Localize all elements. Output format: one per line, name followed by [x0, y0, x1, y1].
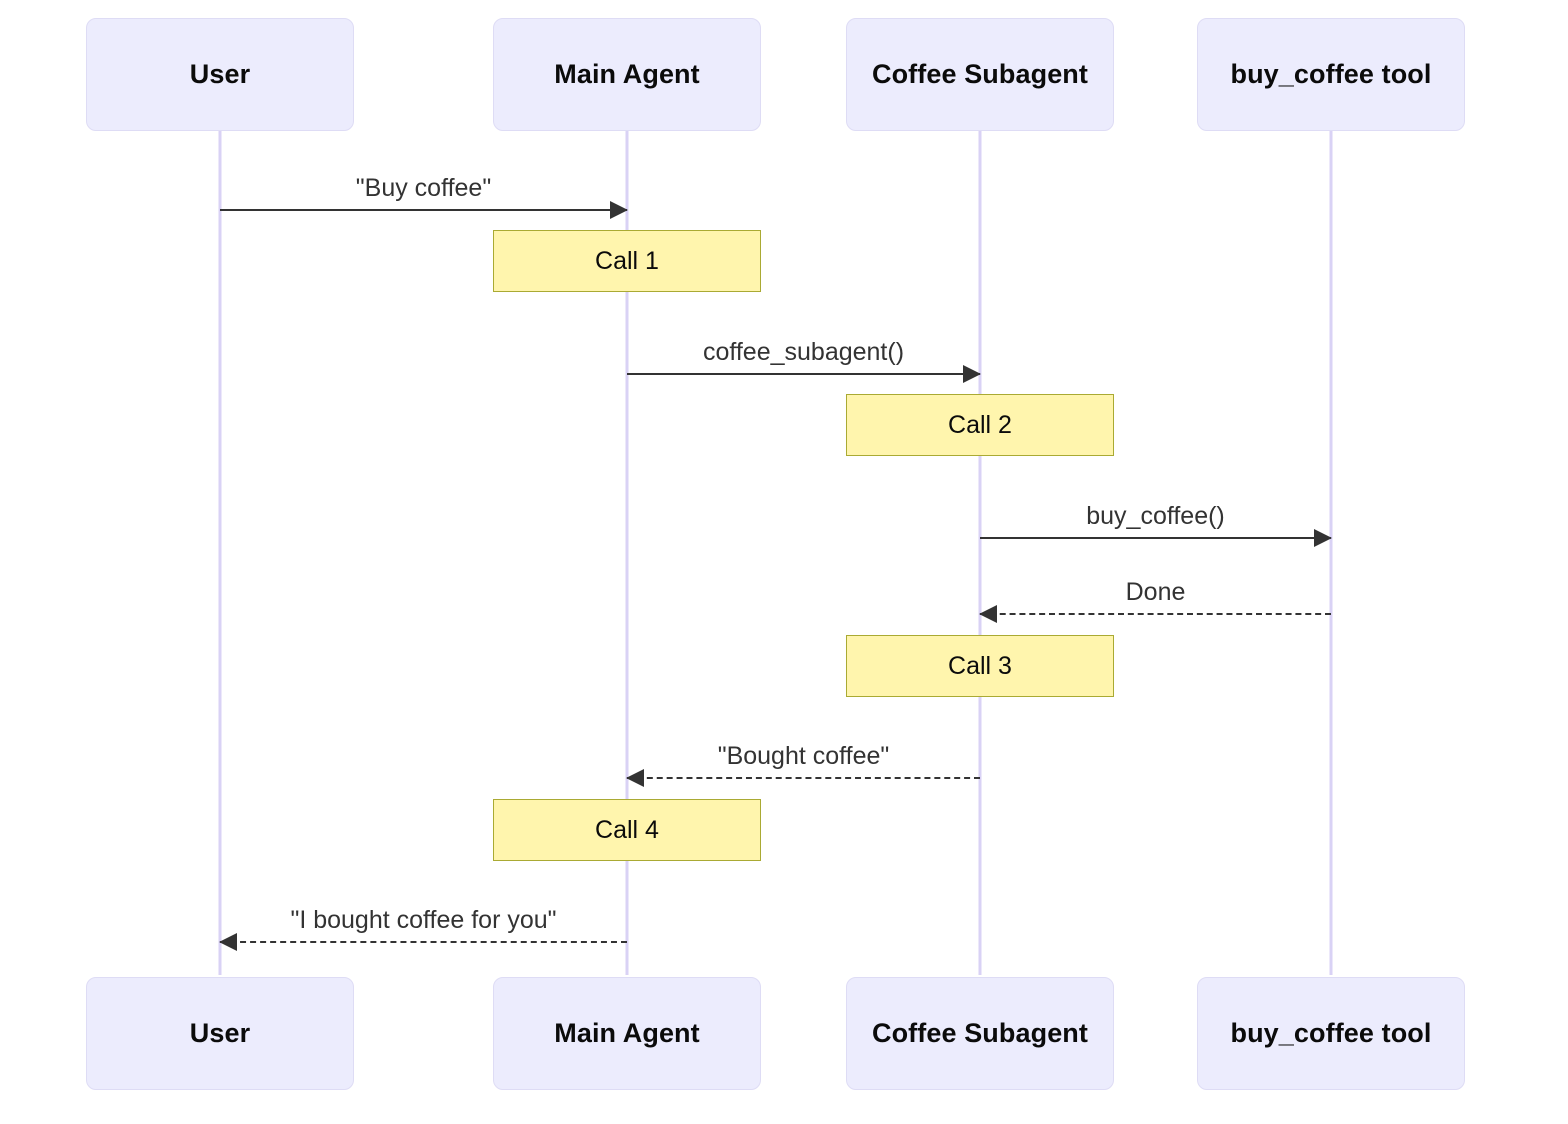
- message-label: "I bought coffee for you": [290, 906, 557, 934]
- note-call-2[interactable]: Call 2: [846, 394, 1114, 456]
- participant-label: Coffee Subagent: [871, 1018, 1088, 1048]
- participant-label: Main Agent: [554, 59, 700, 89]
- participant-user-bottom[interactable]: User: [86, 977, 354, 1090]
- message-line: [980, 613, 1331, 615]
- lifeline-buy-coffee-tool: [1329, 130, 1333, 975]
- participant-label: Coffee Subagent: [871, 59, 1088, 89]
- message-line: [627, 777, 980, 779]
- arrowhead-left-icon: [626, 769, 644, 787]
- message-label: "Buy coffee": [355, 174, 492, 202]
- participant-label: User: [189, 1018, 251, 1048]
- lifeline-main-agent: [625, 130, 629, 975]
- participant-label: buy_coffee tool: [1230, 59, 1432, 89]
- note-call-3[interactable]: Call 3: [846, 635, 1114, 697]
- message-line: [627, 373, 980, 375]
- participant-user-top[interactable]: User: [86, 18, 354, 131]
- participant-main-agent-bottom[interactable]: Main Agent: [493, 977, 761, 1090]
- note-call-1[interactable]: Call 1: [493, 230, 761, 292]
- participant-buy-coffee-tool-bottom[interactable]: buy_coffee tool: [1197, 977, 1465, 1090]
- participant-main-agent-top[interactable]: Main Agent: [493, 18, 761, 131]
- note-call-4[interactable]: Call 4: [493, 799, 761, 861]
- participant-label: buy_coffee tool: [1230, 1018, 1432, 1048]
- participant-coffee-subagent-top[interactable]: Coffee Subagent: [846, 18, 1114, 131]
- note-label: Call 1: [595, 246, 659, 275]
- participant-coffee-subagent-bottom[interactable]: Coffee Subagent: [846, 977, 1114, 1090]
- participant-label: Main Agent: [554, 1018, 700, 1048]
- message-line: [220, 941, 627, 943]
- lifeline-coffee-subagent: [978, 130, 982, 975]
- note-label: Call 3: [948, 651, 1012, 680]
- participant-buy-coffee-tool-top[interactable]: buy_coffee tool: [1197, 18, 1465, 131]
- arrowhead-right-icon: [1314, 529, 1332, 547]
- lifeline-user: [218, 130, 222, 975]
- message-label: coffee_subagent(): [702, 338, 905, 366]
- note-label: Call 4: [595, 815, 659, 844]
- note-label: Call 2: [948, 410, 1012, 439]
- message-line: [220, 209, 627, 211]
- message-line: [980, 537, 1331, 539]
- arrowhead-right-icon: [963, 365, 981, 383]
- arrowhead-left-icon: [979, 605, 997, 623]
- message-label: Done: [1125, 578, 1186, 606]
- arrowhead-right-icon: [610, 201, 628, 219]
- participant-label: User: [189, 59, 251, 89]
- message-label: "Bought coffee": [717, 742, 890, 770]
- message-label: buy_coffee(): [1086, 502, 1225, 530]
- arrowhead-left-icon: [219, 933, 237, 951]
